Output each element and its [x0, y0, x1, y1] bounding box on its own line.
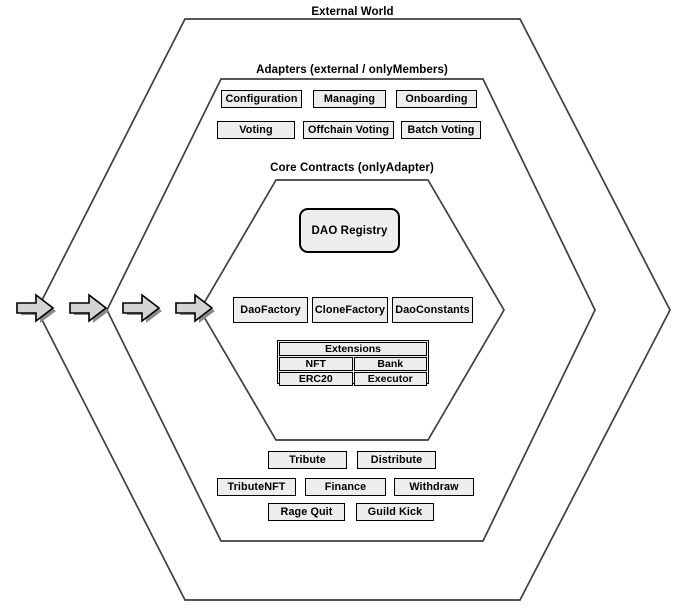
adapter-guild-kick[interactable]: Guild Kick	[356, 503, 434, 521]
core-dao-factory[interactable]: DaoFactory	[233, 297, 308, 323]
adapter-distribute[interactable]: Distribute	[357, 451, 436, 469]
extensions-header-row: Extensions	[279, 342, 427, 356]
adapter-tribute-nft[interactable]: TributeNFT	[217, 478, 296, 496]
adapter-withdraw[interactable]: Withdraw	[394, 478, 474, 496]
adapter-batch-voting[interactable]: Batch Voting	[401, 121, 481, 139]
adapter-onboarding[interactable]: Onboarding	[396, 90, 477, 108]
adapter-configuration[interactable]: Configuration	[221, 90, 302, 108]
arrow-3	[122, 293, 162, 323]
adapter-finance[interactable]: Finance	[305, 478, 386, 496]
core-dao-constants[interactable]: DaoConstants	[392, 297, 473, 323]
core-clone-factory[interactable]: CloneFactory	[312, 297, 388, 323]
extension-nft[interactable]: NFT	[279, 357, 353, 371]
adapter-tribute[interactable]: Tribute	[268, 451, 347, 469]
extensions-row-2: ERC20 Executor	[279, 372, 427, 386]
adapter-managing[interactable]: Managing	[313, 90, 386, 108]
arrow-4	[175, 293, 215, 323]
arrow-2	[69, 293, 109, 323]
core-dao-registry[interactable]: DAO Registry	[299, 208, 400, 253]
extension-executor[interactable]: Executor	[353, 372, 427, 386]
extension-erc20[interactable]: ERC20	[279, 372, 353, 386]
adapter-rage-quit[interactable]: Rage Quit	[268, 503, 345, 521]
extensions-row-1: NFT Bank	[279, 357, 427, 371]
label-external-world: External World	[311, 6, 394, 18]
extensions-table: Extensions NFT Bank ERC20 Executor	[277, 340, 429, 386]
label-core-contracts: Core Contracts (onlyAdapter)	[270, 162, 434, 174]
adapter-voting[interactable]: Voting	[217, 121, 295, 139]
extension-bank[interactable]: Bank	[353, 357, 427, 371]
extensions-header: Extensions	[279, 342, 427, 356]
arrow-1	[16, 293, 56, 323]
adapter-offchain-voting[interactable]: Offchain Voting	[303, 121, 394, 139]
label-adapters: Adapters (external / onlyMembers)	[256, 64, 448, 76]
